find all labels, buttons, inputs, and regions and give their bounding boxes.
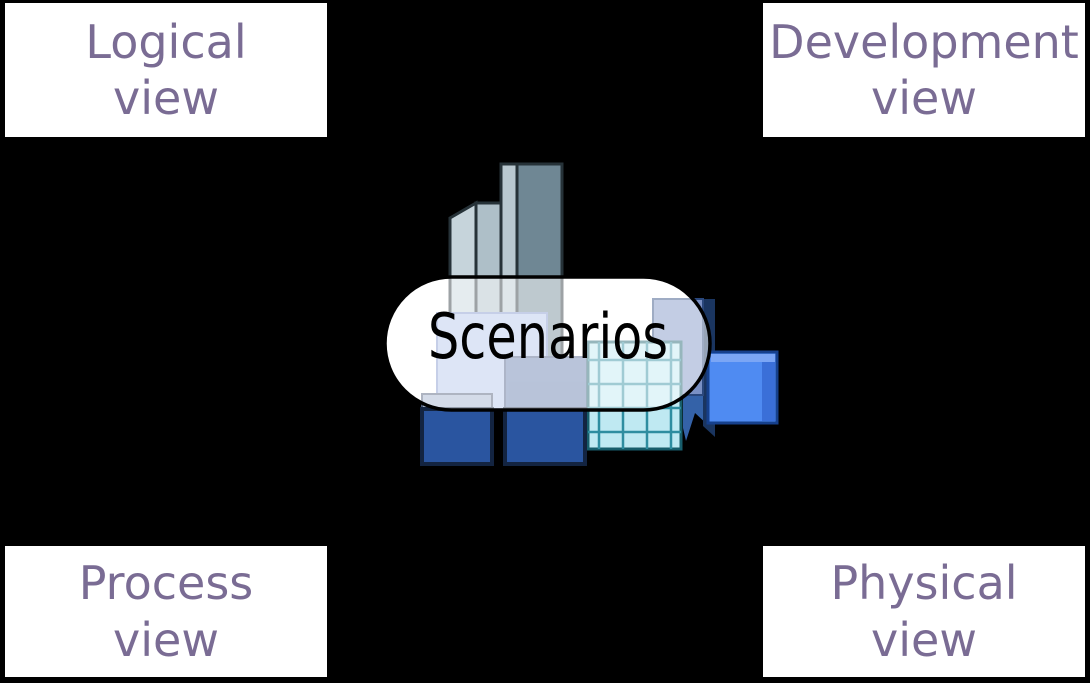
quadrant-label-line1: Process [78,556,254,611]
quadrant-label-line1: Development [769,14,1079,69]
quadrant-physical-view: Physical view [763,546,1085,677]
quadrant-label-line1: Physical [830,556,1018,611]
quadrant-development-view: Development view [763,3,1085,137]
scenarios-label: Scenarios [428,300,668,373]
quadrant-process-view: Process view [5,546,327,677]
quadrant-label-line1: Logical [85,14,247,69]
scenarios-pill-outline [383,275,712,412]
quadrant-label-line2: view [871,612,977,667]
quadrant-label-line2: view [113,71,219,125]
quadrant-logical-view: Logical view [5,3,327,137]
quadrant-label-line2: view [871,71,977,125]
quadrant-label-line2: view [113,612,219,667]
